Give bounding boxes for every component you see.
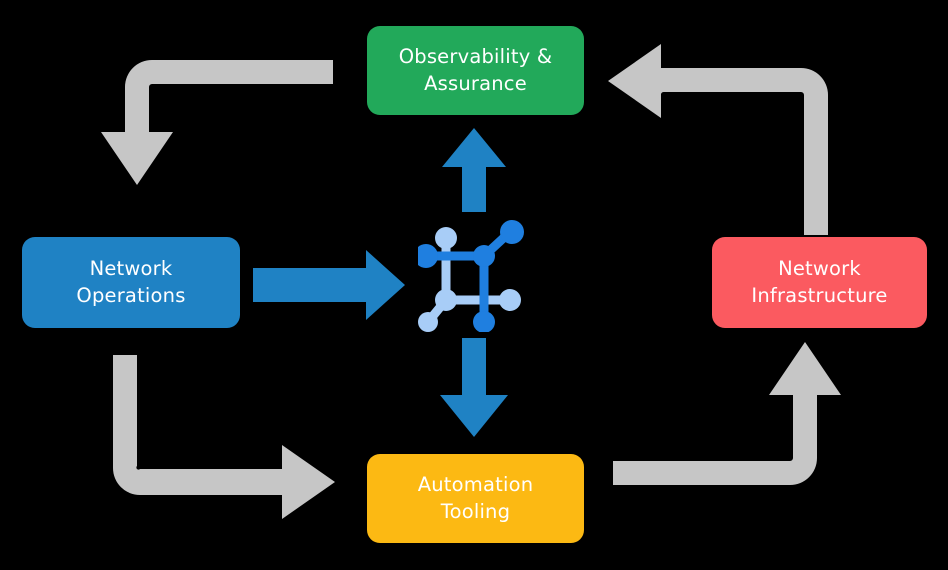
node-box-network-infrastructure[interactable]: Network Infrastructure xyxy=(712,237,927,328)
node-box-observability[interactable]: Observability & Assurance xyxy=(367,26,584,115)
gray-arrow-bottom-left xyxy=(113,355,335,519)
node-box-automation-tooling[interactable]: Automation Tooling xyxy=(367,454,584,543)
gray-arrow-bottom-right xyxy=(613,342,841,485)
network-graph-icon xyxy=(418,220,524,332)
gray-arrow-top-left xyxy=(101,60,333,185)
network-nodes-dark xyxy=(418,220,524,332)
blue-arrow-up xyxy=(442,128,506,212)
node-box-network-operations[interactable]: Network Operations xyxy=(22,237,240,328)
network-nodes-light xyxy=(418,227,521,332)
gray-arrow-top-right xyxy=(608,44,828,235)
blue-arrow-right xyxy=(253,250,405,320)
blue-arrow-down xyxy=(440,338,508,437)
